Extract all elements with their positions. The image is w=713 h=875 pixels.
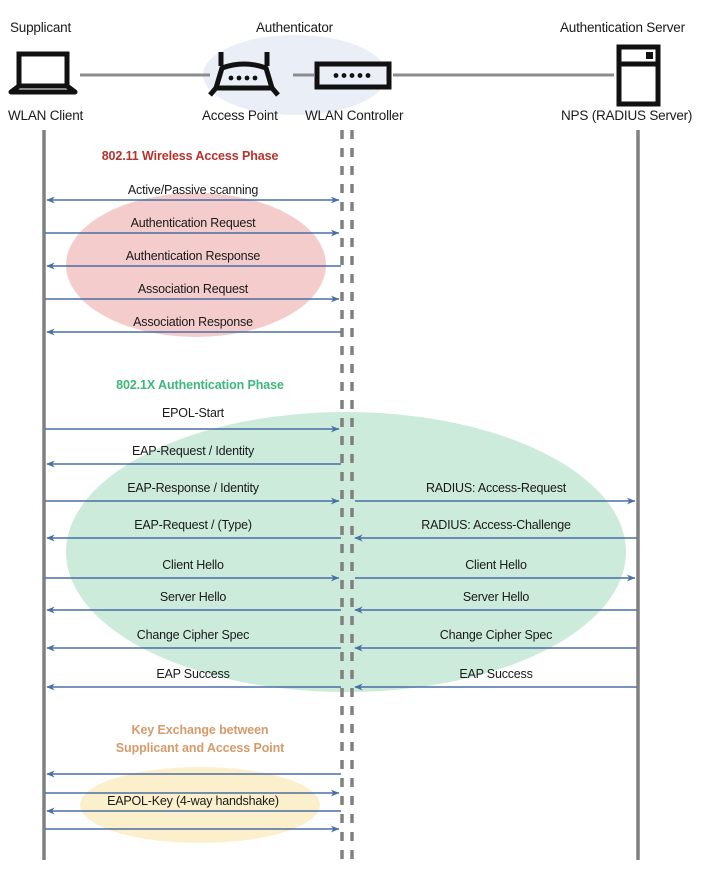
phase-ellipse-key-exchange bbox=[80, 767, 320, 843]
message-label: EAP-Request / Identity bbox=[131, 444, 255, 458]
actor-title-supplicant: Supplicant bbox=[10, 20, 72, 35]
message-label: EAP-Request / (Type) bbox=[134, 518, 252, 532]
message-label: EAP Success bbox=[156, 667, 230, 681]
wlan-controller-icon bbox=[314, 61, 392, 90]
message-label: EPOL-Start bbox=[162, 406, 224, 420]
actor-name-access-point: Access Point bbox=[202, 108, 278, 123]
message-label: Authentication Response bbox=[125, 249, 261, 263]
phase-label-dot1x: 802.1X Authentication Phase bbox=[116, 378, 284, 392]
message-label: Authentication Request bbox=[130, 216, 256, 230]
message-label: RADIUS: Access-Request bbox=[425, 481, 567, 495]
message-label: Client Hello bbox=[465, 558, 527, 572]
message-label: Server Hello bbox=[462, 590, 530, 604]
message-label: EAP Success bbox=[459, 667, 533, 681]
actor-name-wlan-controller: WLAN Controller bbox=[305, 108, 404, 123]
actor-name-nps-server: NPS (RADIUS Server) bbox=[561, 108, 693, 123]
message-label: Change Cipher Spec bbox=[136, 628, 250, 642]
message-label: Client Hello bbox=[162, 558, 224, 572]
message-label: Association Request bbox=[137, 282, 249, 296]
message-label: RADIUS: Access-Challenge bbox=[421, 518, 571, 532]
message-label: Association Response bbox=[133, 315, 253, 329]
access-point-icon bbox=[208, 52, 280, 97]
server-rack-icon bbox=[616, 44, 661, 107]
actor-title-authentication-server: Authentication Server bbox=[560, 20, 685, 35]
message-label: EAPOL-Key (4-way handshake) bbox=[107, 794, 279, 808]
message-label: Server Hello bbox=[159, 590, 227, 604]
message-label: EAP-Response / Identity bbox=[127, 481, 259, 495]
laptop-icon bbox=[8, 51, 78, 95]
phase-ellipse-wireless-access bbox=[66, 193, 326, 337]
phase-label-key-exchange: Key Exchange between Supplicant and Acce… bbox=[115, 723, 285, 755]
message-label: Active/Passive scanning bbox=[127, 183, 259, 197]
actor-name-wlan-client: WLAN Client bbox=[8, 108, 84, 123]
message-label: Change Cipher Spec bbox=[439, 628, 553, 642]
phase-label-wireless-access: 802.11 Wireless Access Phase bbox=[101, 149, 279, 163]
phase-ellipse-dot1x bbox=[66, 412, 626, 692]
actor-title-authenticator: Authenticator bbox=[256, 20, 333, 35]
